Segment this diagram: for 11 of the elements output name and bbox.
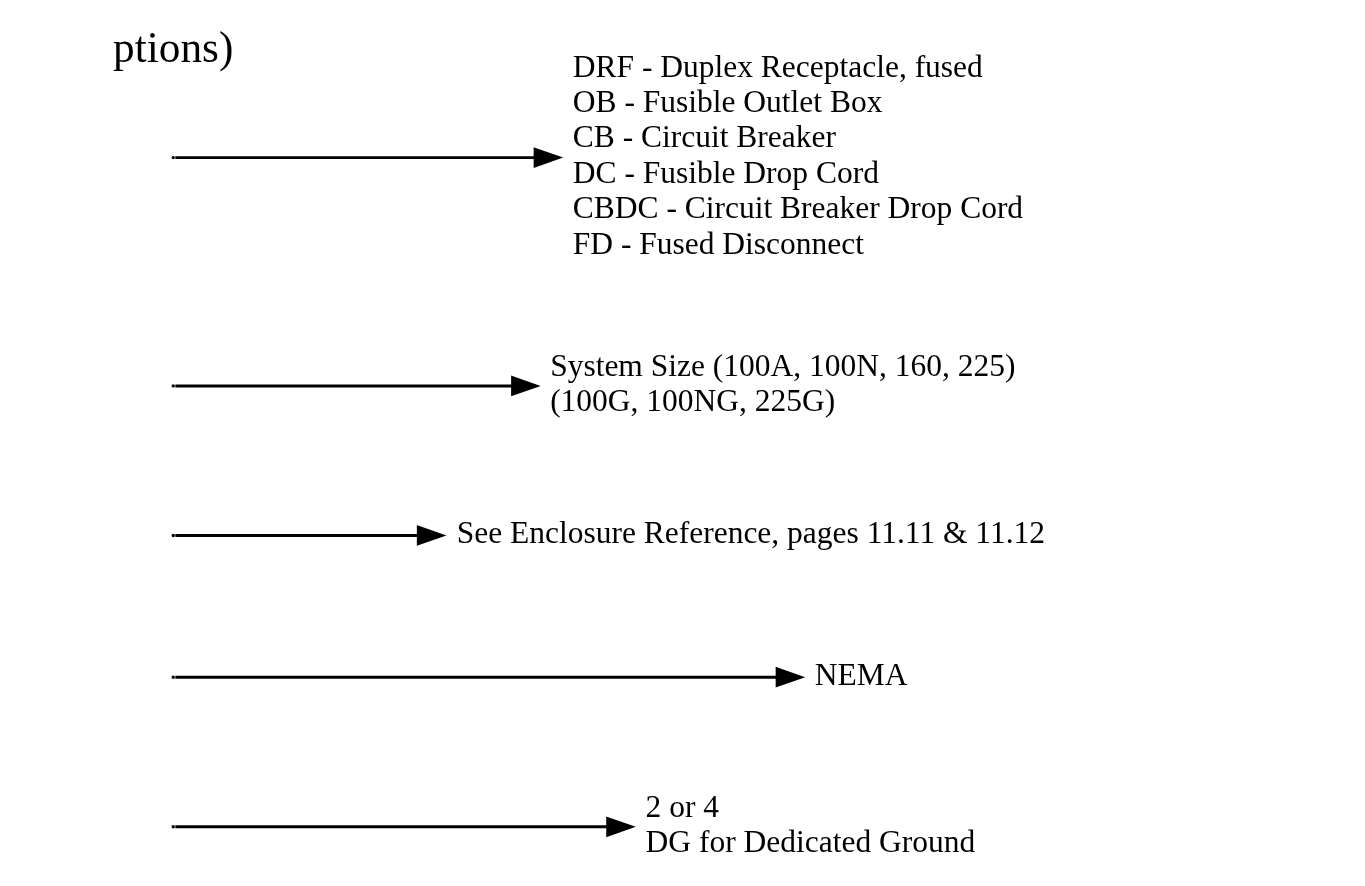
node-text: System Size (100A, 100N, 160, 225) (100G, 100NG, 225G): [549, 347, 1015, 419]
arrow: [174, 525, 446, 546]
arrow: [174, 375, 541, 397]
arrow: [174, 147, 563, 168]
label: ptions): [112, 23, 233, 72]
node-text: NEMA: [814, 656, 908, 692]
node-text: DRF - Duplex Receptacle, fused OB - Fusible Outlet Box CB - Circuit Breaker DC - Fusible Drop Cord CBDC - Circuit Breaker Drop Cord FD - Fused Disconnect: [572, 48, 1023, 261]
node-text: See Enclosure Reference, pages 11.11 & 11.12: [456, 514, 1045, 550]
node-text: 2 or 4 DG for Dedicated Ground: [645, 788, 975, 859]
arrow: [174, 816, 636, 838]
arrow: [174, 666, 805, 688]
